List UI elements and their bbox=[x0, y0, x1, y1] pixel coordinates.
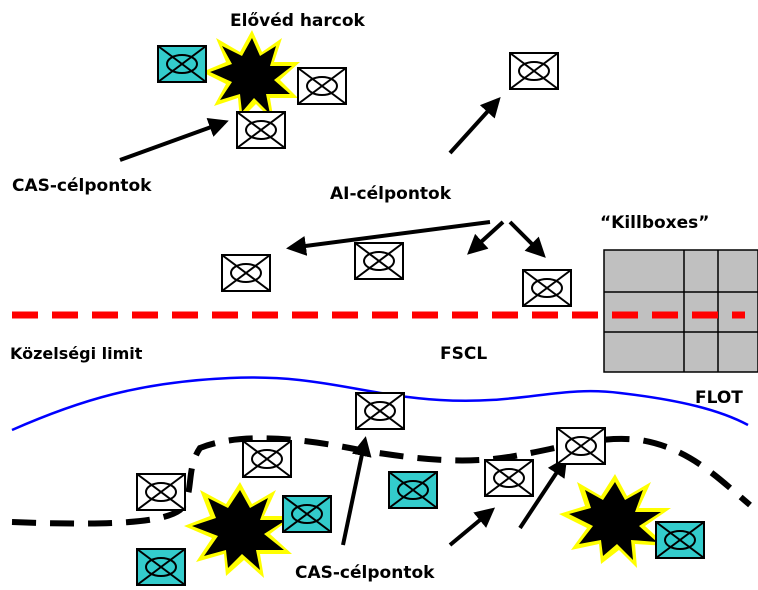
arrow-icon bbox=[467, 220, 505, 255]
label-kozelsegi-limit: Közelségi limit bbox=[10, 344, 143, 363]
unit-symbol-icon bbox=[136, 548, 186, 586]
explosion-icon bbox=[202, 30, 300, 122]
label-fscl: FSCL bbox=[440, 344, 487, 364]
unit-symbol-icon bbox=[388, 471, 438, 509]
label-killboxes: “Killboxes” bbox=[600, 213, 709, 233]
unit-symbol-icon bbox=[354, 242, 404, 280]
unit-symbol-icon bbox=[282, 495, 332, 533]
label-ai-celpontok: AI-célpontok bbox=[330, 184, 452, 204]
arrow-icon bbox=[286, 220, 491, 256]
unit-symbol-icon bbox=[221, 254, 271, 292]
arrow-icon bbox=[508, 220, 546, 258]
arrow-icon bbox=[119, 118, 229, 162]
unit-symbol-icon bbox=[242, 440, 292, 478]
label-flot: FLOT bbox=[695, 388, 743, 408]
label-cas-bottom: CAS-célpontok bbox=[295, 563, 435, 583]
unit-symbol-icon bbox=[522, 269, 572, 307]
flot-line bbox=[11, 376, 749, 432]
unit-symbol-icon bbox=[157, 45, 207, 83]
arrow-icon bbox=[448, 97, 501, 155]
label-elored-harcok: Elővéd harcok bbox=[230, 11, 366, 31]
unit-symbol-icon bbox=[484, 459, 534, 497]
unit-symbol-icon bbox=[556, 427, 606, 465]
arrow-icon bbox=[518, 456, 568, 530]
explosion-icon bbox=[184, 482, 294, 578]
unit-symbol-icon bbox=[297, 67, 347, 105]
arrows bbox=[119, 97, 568, 547]
arrow-icon bbox=[341, 436, 372, 546]
unit-symbol-icon bbox=[509, 52, 559, 90]
unit-symbol-icon bbox=[236, 111, 286, 149]
enemy-units bbox=[136, 52, 606, 511]
unit-symbol-icon bbox=[136, 473, 186, 511]
unit-symbol-icon bbox=[655, 521, 705, 559]
unit-symbol-icon bbox=[355, 392, 405, 430]
killbox-grid bbox=[603, 249, 758, 373]
arrow-icon bbox=[448, 507, 496, 547]
label-cas-top: CAS-célpontok bbox=[12, 176, 152, 196]
explosion-icon bbox=[559, 474, 671, 568]
